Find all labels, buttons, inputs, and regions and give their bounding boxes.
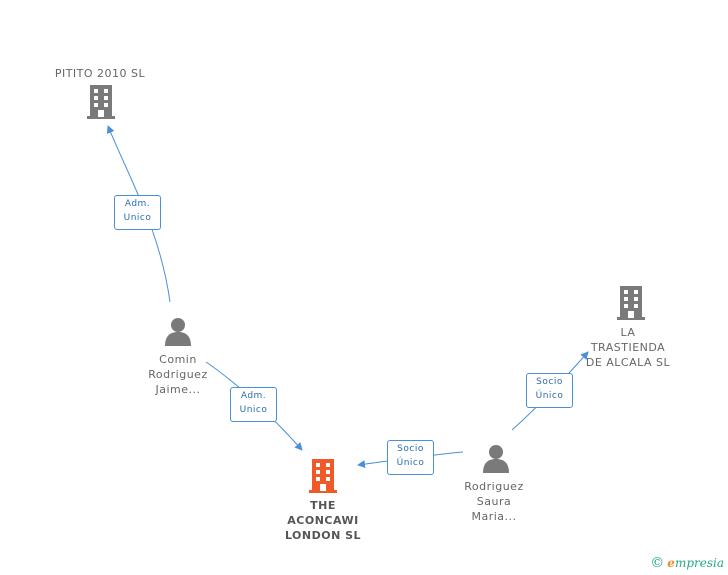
brand-logo: ©empresia xyxy=(650,555,724,571)
node-label-comin[interactable]: Comin Rodriguez Jaime... xyxy=(148,353,208,396)
building-icon[interactable] xyxy=(616,286,646,320)
node-label-rodriguez[interactable]: Rodriguez Saura Maria... xyxy=(464,480,524,523)
building-icon[interactable] xyxy=(86,85,116,119)
node-label-trastienda[interactable]: LA TRASTIENDA DE ALCALA SL xyxy=(585,326,671,369)
person-icon[interactable] xyxy=(163,316,193,346)
brand-initial: e xyxy=(667,556,675,570)
brand-name: mpresia xyxy=(674,556,724,570)
node-label-pitito[interactable]: PITITO 2010 SL xyxy=(54,67,146,80)
building-icon[interactable] xyxy=(308,459,338,493)
edge-label-comin-pitito: Adm. Unico xyxy=(114,195,161,230)
person-icon[interactable] xyxy=(481,443,511,473)
edge-label-rodriguez-aconcawi: Socio Único xyxy=(387,440,434,475)
copyright-icon: © xyxy=(650,555,665,571)
node-label-aconcawi[interactable]: THE ACONCAWI LONDON SL xyxy=(284,499,362,542)
edge-label-rodriguez-trastienda: Socio Único xyxy=(526,373,573,408)
edge-label-comin-aconcawi: Adm. Unico xyxy=(230,387,277,422)
